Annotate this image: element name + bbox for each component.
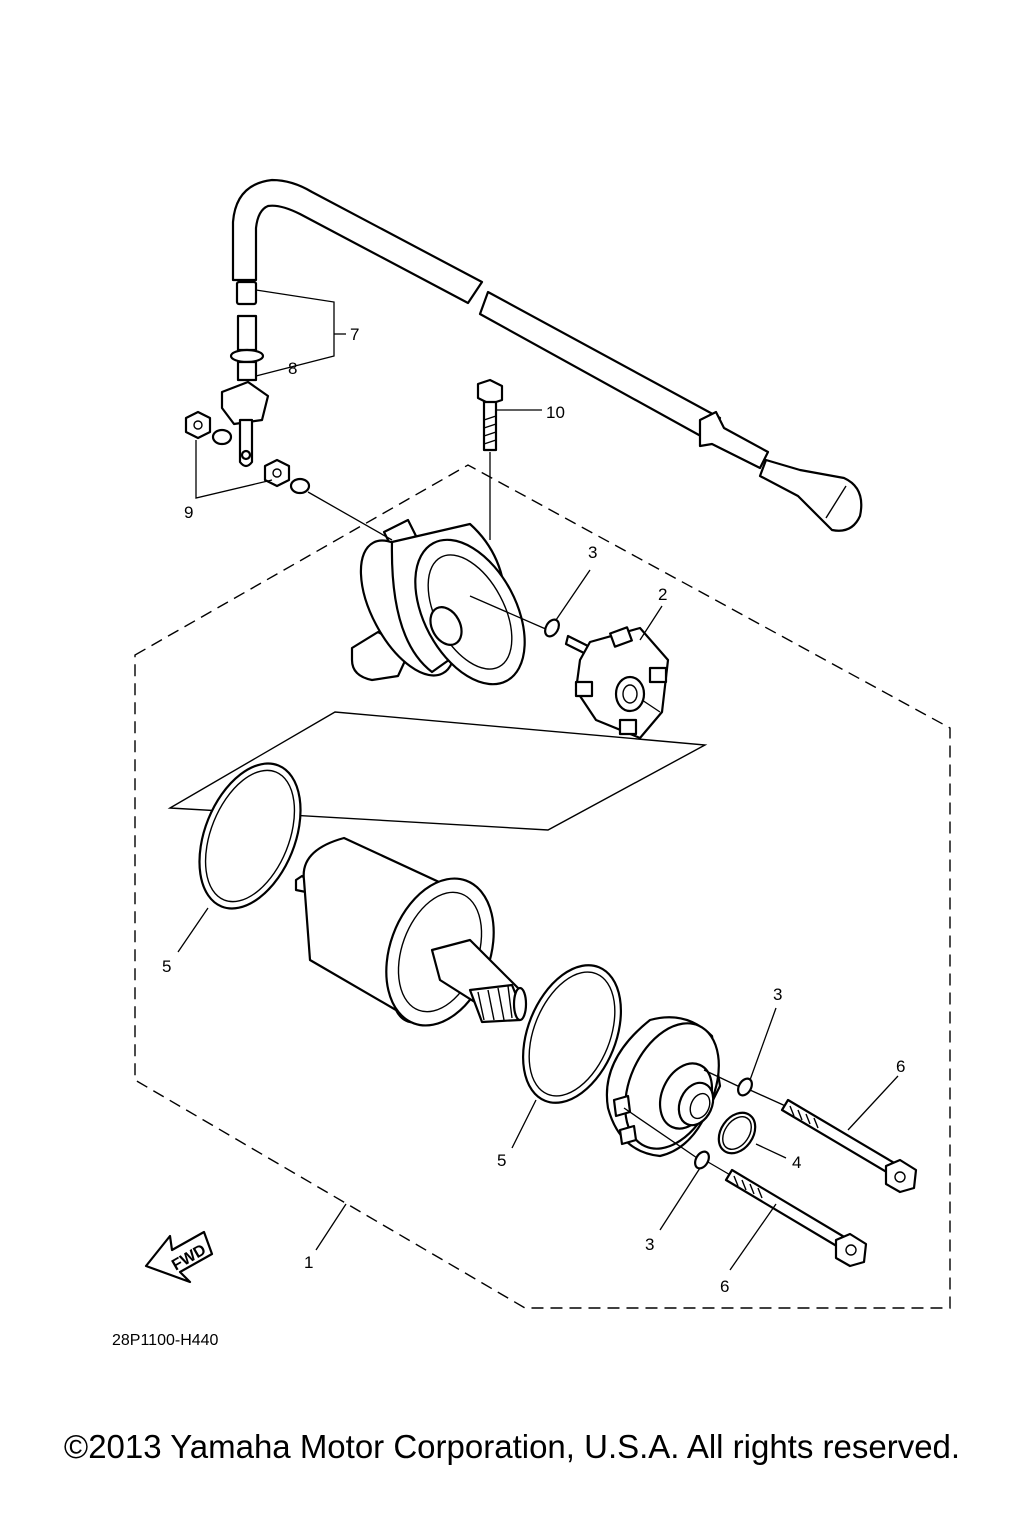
leader-lines bbox=[177, 289, 899, 1271]
copyright-notice: ©2013 Yamaha Motor Corporation, U.S.A. A… bbox=[63, 1428, 961, 1465]
callout-1: 1 bbox=[304, 1253, 313, 1272]
assembly-boundary bbox=[134, 464, 951, 1309]
cable-terminal-parts bbox=[220, 280, 270, 468]
through-bolt-lower bbox=[707, 1161, 868, 1268]
brush-holder bbox=[564, 626, 670, 740]
callout-5-left: 5 bbox=[162, 957, 171, 976]
o-ring-5-left bbox=[198, 762, 302, 910]
callout-2: 2 bbox=[658, 585, 667, 604]
front-cover bbox=[605, 1016, 743, 1161]
nuts-and-washers bbox=[184, 410, 311, 495]
o-ring-5-center bbox=[521, 964, 623, 1104]
callout-8: 8 bbox=[288, 359, 297, 378]
callout-3-lower: 3 bbox=[645, 1235, 654, 1254]
callout-6-lower: 6 bbox=[720, 1277, 729, 1296]
callout-5-center: 5 bbox=[497, 1151, 506, 1170]
rear-cover bbox=[350, 518, 526, 686]
yoke-region bbox=[167, 711, 708, 831]
callout-3-upper: 3 bbox=[588, 543, 597, 562]
starter-cable bbox=[231, 178, 863, 532]
o-ring-3-lower bbox=[694, 1150, 710, 1170]
bolt-10 bbox=[476, 378, 504, 540]
through-bolt-upper bbox=[749, 1089, 918, 1194]
o-ring-4 bbox=[717, 1111, 757, 1155]
callout-9: 9 bbox=[184, 503, 193, 522]
callout-4: 4 bbox=[792, 1153, 801, 1172]
callout-6-upper: 6 bbox=[896, 1057, 905, 1076]
armature-yoke bbox=[294, 836, 528, 1027]
callout-7: 7 bbox=[350, 325, 359, 344]
o-ring-upper bbox=[544, 618, 560, 638]
o-ring-3-right bbox=[737, 1077, 753, 1097]
diagram-code: 28P1100-H440 bbox=[112, 1332, 219, 1349]
fwd-arrow-icon: FWD bbox=[144, 1230, 214, 1284]
callout-10: 10 bbox=[546, 403, 565, 422]
callout-3-right: 3 bbox=[773, 985, 782, 1004]
